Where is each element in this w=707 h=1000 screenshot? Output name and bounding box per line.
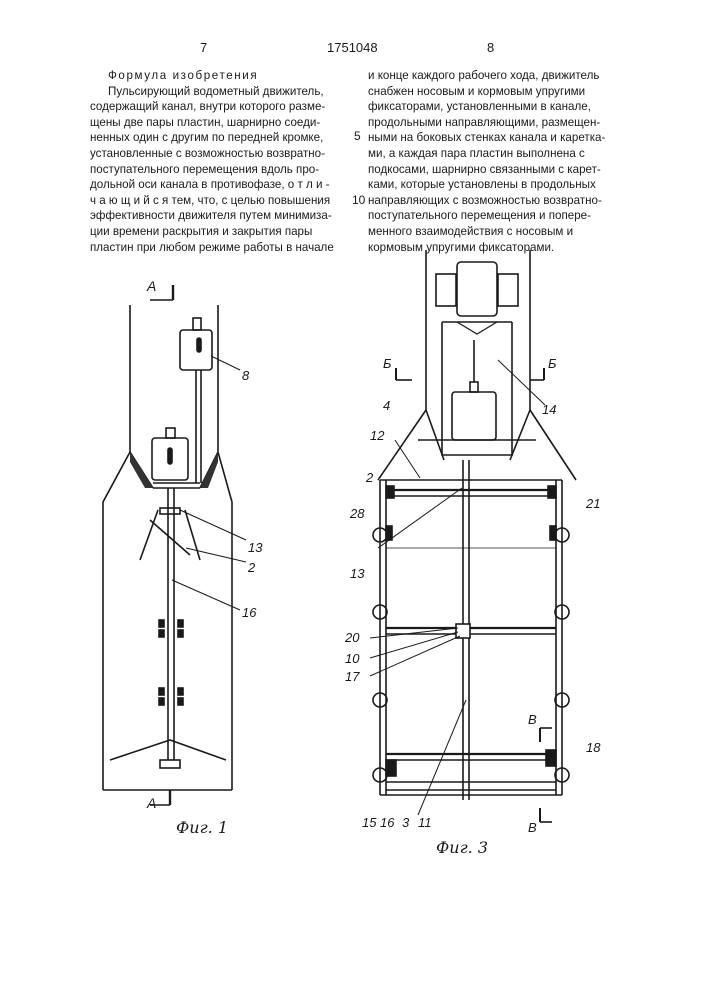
figure-1-section-a-bottom: А <box>147 795 156 811</box>
figure-3-label-13: 13 <box>350 566 364 581</box>
figure-3-section-v-bottom: В <box>528 820 537 835</box>
figure-3-label-28: 28 <box>350 506 364 521</box>
figure-1-section-a-top: А <box>147 278 156 294</box>
figure-3-label-3: 3 <box>402 815 409 830</box>
figure-1-label-16: 16 <box>242 605 256 620</box>
figure-3-section-v-top: В <box>528 712 537 727</box>
figure-3-drawing <box>370 250 576 822</box>
figure-3-label-17: 17 <box>345 669 359 684</box>
figure-1-label-13: 13 <box>248 540 262 555</box>
figure-1-drawing <box>103 285 246 805</box>
figure-3-label-11: 11 <box>418 815 432 830</box>
figure-1-label-8: 8 <box>242 368 249 383</box>
figure-3-label-2: 2 <box>366 470 373 485</box>
figure-3-label-10: 10 <box>345 651 359 666</box>
figure-3-label-16: 16 <box>380 815 394 830</box>
figure-3-section-b-right: Б <box>548 356 556 371</box>
figure-3-section-b-left: Б <box>383 356 391 371</box>
figure-1-label-2: 2 <box>248 560 255 575</box>
figure-3-caption: Фиг. 3 <box>436 838 488 857</box>
figure-3-label-14: 14 <box>542 402 556 417</box>
figure-3-label-15: 15 <box>362 815 376 830</box>
figure-3-label-12: 12 <box>370 428 384 443</box>
figure-1-caption: Фиг. 1 <box>176 818 228 837</box>
figure-3-label-4: 4 <box>383 398 390 413</box>
figure-3-label-20: 20 <box>345 630 359 645</box>
figure-3-label-18: 18 <box>586 740 600 755</box>
figure-3-label-21: 21 <box>586 496 600 511</box>
